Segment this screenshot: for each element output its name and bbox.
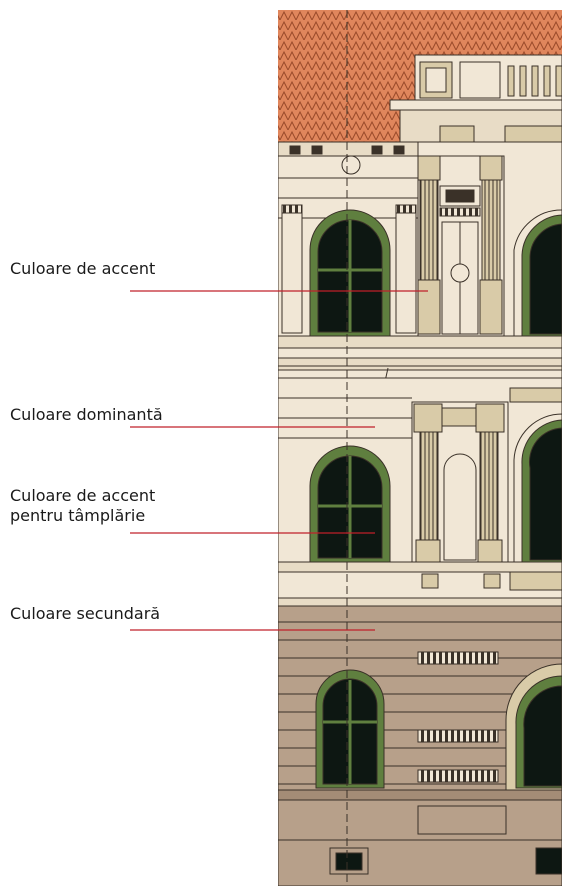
label-secondary-color: Culoare secundară: [10, 604, 160, 624]
label-dominant-color: Culoare dominantă: [10, 405, 163, 425]
label-joinery-line2: pentru tâmplărie: [10, 506, 146, 525]
label-accent-color: Culoare de accent: [10, 259, 155, 279]
plinth: [278, 789, 562, 801]
label-joinery-accent-color: Culoare de accent pentru tâmplărie: [10, 486, 155, 526]
ground-window: [315, 669, 385, 789]
label-secondary-text: Culoare secundară: [10, 604, 161, 623]
label-joinery-line1: Culoare de accent: [10, 486, 156, 505]
label-accent-text: Culoare de accent: [10, 259, 156, 278]
column-right-upper: [481, 179, 501, 281]
label-dominant-text: Culoare dominantă: [10, 405, 163, 424]
column-left-upper: [419, 179, 439, 281]
upper-window: [309, 209, 391, 337]
cornice-1: [278, 335, 562, 349]
balusters: [507, 65, 562, 97]
sill-band: [278, 561, 562, 573]
middle-window: [309, 445, 391, 563]
